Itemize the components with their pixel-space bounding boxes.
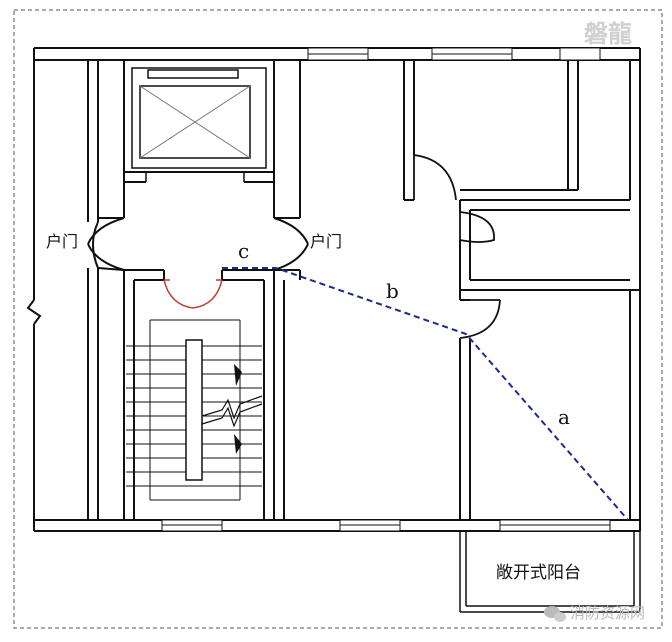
right-unit-walls — [273, 60, 640, 521]
segment-label-a: a — [558, 405, 570, 429]
stair-well-rail — [185, 339, 203, 481]
stair-arrow-down-icon — [234, 434, 242, 454]
watermark-text: 消防资源网 — [570, 604, 645, 622]
stair-door — [163, 279, 223, 309]
stair-break-line — [201, 395, 263, 428]
wechat-icon — [544, 606, 566, 622]
door-label-right: 户门 — [310, 232, 342, 251]
stairwell — [123, 269, 275, 520]
top-windows — [307, 47, 601, 61]
evacuation-route — [222, 267, 629, 521]
right-unit-doors — [413, 154, 501, 339]
balcony — [459, 531, 641, 613]
segment-label-b: b — [386, 279, 399, 303]
segment-label-c: c — [238, 239, 249, 263]
bottom-windows — [161, 519, 611, 532]
left-unit-walls — [87, 60, 99, 520]
site-boundary — [13, 9, 663, 629]
door-label-left: 户门 — [46, 232, 78, 251]
elevator-shaft — [123, 59, 275, 218]
watermark-logo: 磐龍 — [584, 20, 632, 48]
stair-arrow-up-icon — [234, 364, 242, 386]
balcony-label: 敞开式阳台 — [496, 563, 581, 583]
entry-doors — [87, 217, 309, 271]
